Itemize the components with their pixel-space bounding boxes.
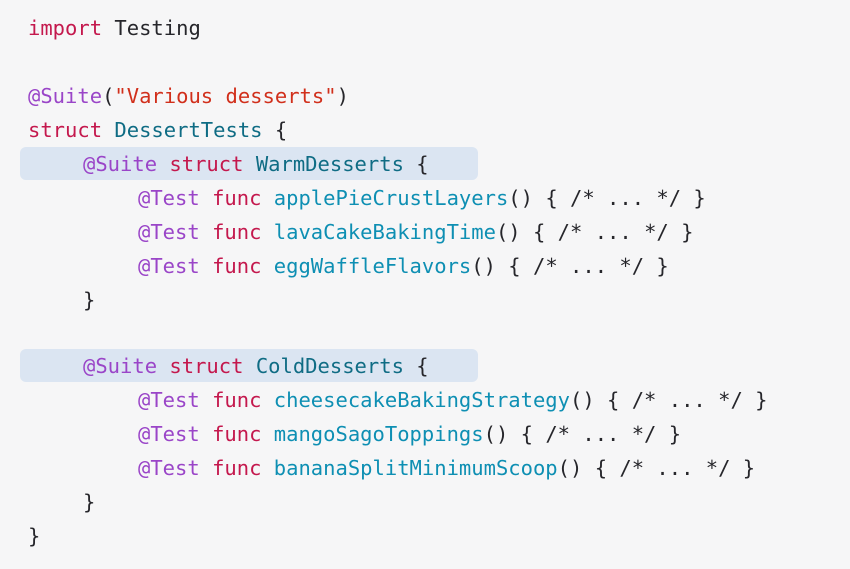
func-keyword: func [212, 186, 262, 210]
code-line-close-brace: } [28, 485, 95, 519]
parens: () [570, 388, 595, 412]
parens: () [557, 456, 583, 480]
func-keyword: func [212, 254, 262, 278]
close-brace: } [28, 524, 41, 548]
close-brace: } [83, 288, 96, 312]
suite-attribute: @Suite [28, 84, 103, 108]
code-line-suite-attribute: @Suite("Various desserts") [28, 79, 349, 113]
code-line-cold-suite: @Suite struct ColdDesserts { [28, 349, 429, 383]
open-brace: { [274, 118, 288, 142]
test-attribute: @Test [138, 220, 200, 244]
parens: () [471, 254, 496, 278]
test-function-name: cheesecakeBakingStrategy [273, 388, 570, 412]
code-line-test: @Test func bananaSplitMinimumScoop() { /… [28, 451, 755, 485]
test-function-name: mangoSagoToppings [273, 422, 484, 446]
test-attribute: @Test [138, 388, 200, 412]
function-body: { /* ... */ } [607, 388, 768, 412]
code-line-test: @Test func cheesecakeBakingStrategy() { … [28, 383, 767, 417]
function-body: { /* ... */ } [520, 422, 682, 446]
struct-keyword: struct [28, 118, 103, 142]
import-module: Testing [114, 16, 201, 40]
test-attribute: @Test [138, 422, 200, 446]
suite-attribute: @Suite [83, 354, 158, 378]
function-body: { /* ... */ } [532, 220, 694, 244]
paren-open: ( [102, 84, 115, 108]
cold-desserts-highlight [20, 349, 478, 382]
open-brace: { [416, 354, 429, 378]
test-function-name: bananaSplitMinimumScoop [273, 456, 558, 480]
function-body: { /* ... */ } [545, 186, 706, 210]
struct-keyword: struct [169, 152, 244, 176]
code-line-test: @Test func mangoSagoToppings() { /* ... … [28, 417, 681, 451]
suite-display-name: "Various desserts" [114, 84, 337, 108]
test-function-name: applePieCrustLayers [273, 186, 509, 210]
suite-type-name: WarmDesserts [255, 152, 404, 176]
test-attribute: @Test [138, 186, 200, 210]
func-keyword: func [212, 388, 262, 412]
outer-type-name: DessertTests [114, 118, 263, 142]
parens: () [508, 186, 533, 210]
function-body: { /* ... */ } [594, 456, 756, 480]
func-keyword: func [212, 422, 262, 446]
code-line-test: @Test func eggWaffleFlavors() { /* ... *… [28, 249, 669, 283]
paren-close: ) [336, 84, 349, 108]
code-line-import: import Testing [28, 11, 201, 45]
import-keyword: import [28, 16, 103, 40]
code-line-test: @Test func applePieCrustLayers() { /* ..… [28, 181, 706, 215]
code-line-close-brace: } [28, 519, 40, 553]
suite-attribute: @Suite [83, 152, 158, 176]
test-function-name: lavaCakeBakingTime [273, 220, 496, 244]
test-attribute: @Test [138, 456, 200, 480]
function-body: { /* ... */ } [508, 254, 669, 278]
func-keyword: func [212, 456, 262, 480]
struct-keyword: struct [169, 354, 244, 378]
code-line-outer-struct: struct DessertTests { [28, 113, 287, 147]
test-function-name: eggWaffleFlavors [273, 254, 472, 278]
open-brace: { [416, 152, 429, 176]
code-line-test: @Test func lavaCakeBakingTime() { /* ...… [28, 215, 693, 249]
close-brace: } [83, 490, 96, 514]
parens: () [483, 422, 509, 446]
parens: () [495, 220, 521, 244]
test-attribute: @Test [138, 254, 200, 278]
func-keyword: func [212, 220, 262, 244]
code-line-close-brace: } [28, 283, 95, 317]
suite-type-name: ColdDesserts [255, 354, 404, 378]
warm-desserts-highlight [20, 147, 478, 180]
code-line-warm-suite: @Suite struct WarmDesserts { [28, 147, 429, 181]
